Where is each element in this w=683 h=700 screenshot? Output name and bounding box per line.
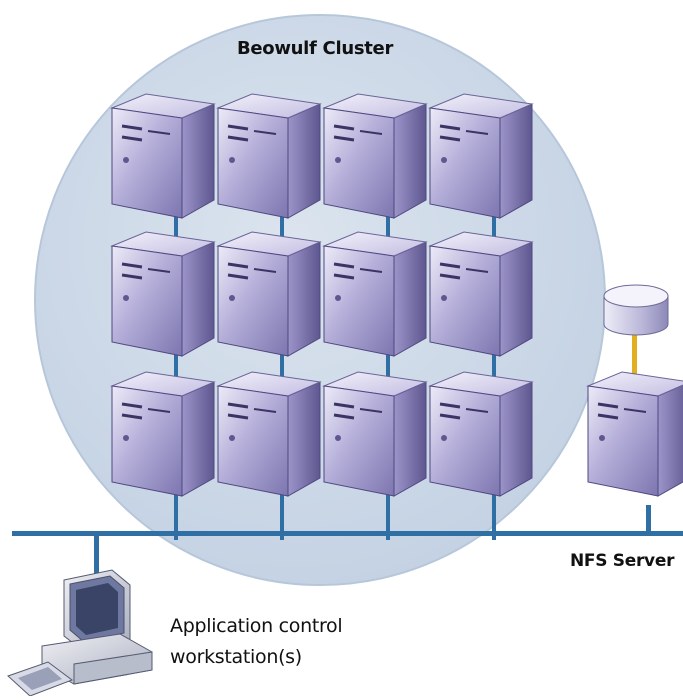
server-icon-r1c4 [428,93,534,219]
cluster-nodes [110,93,534,497]
server-icon-r1c2 [216,93,322,219]
db-link [632,335,637,380]
workstation-icon [7,569,153,697]
nfs-storage [603,284,669,380]
server-icon-r2c4 [428,231,534,357]
workstation-connector [94,536,99,581]
workstation-label-line2: workstation(s) [170,646,302,668]
workstation-label-line1: Application control [170,615,343,637]
server-icon-r1c3 [322,93,428,219]
network-bus [12,531,683,536]
server-icon-r3c1 [110,371,216,497]
server-icon-r2c1 [110,231,216,357]
server-icon-r2c3 [322,231,428,357]
network-line [12,531,683,536]
node-connectors [174,210,496,540]
nfs-server-label: NFS Server [570,551,675,571]
nfs-server-tower [586,371,683,497]
server-icon-r3c4 [428,371,534,497]
server-icon-r3c3 [322,371,428,497]
cluster-title: Beowulf Cluster [236,38,394,59]
nfs-connector [646,505,651,533]
server-icon-r1c1 [110,93,216,219]
server-icon-r2c2 [216,231,322,357]
database-icon [603,284,669,336]
server-icon-r3c2 [216,371,322,497]
nfs-server-icon [586,371,683,497]
